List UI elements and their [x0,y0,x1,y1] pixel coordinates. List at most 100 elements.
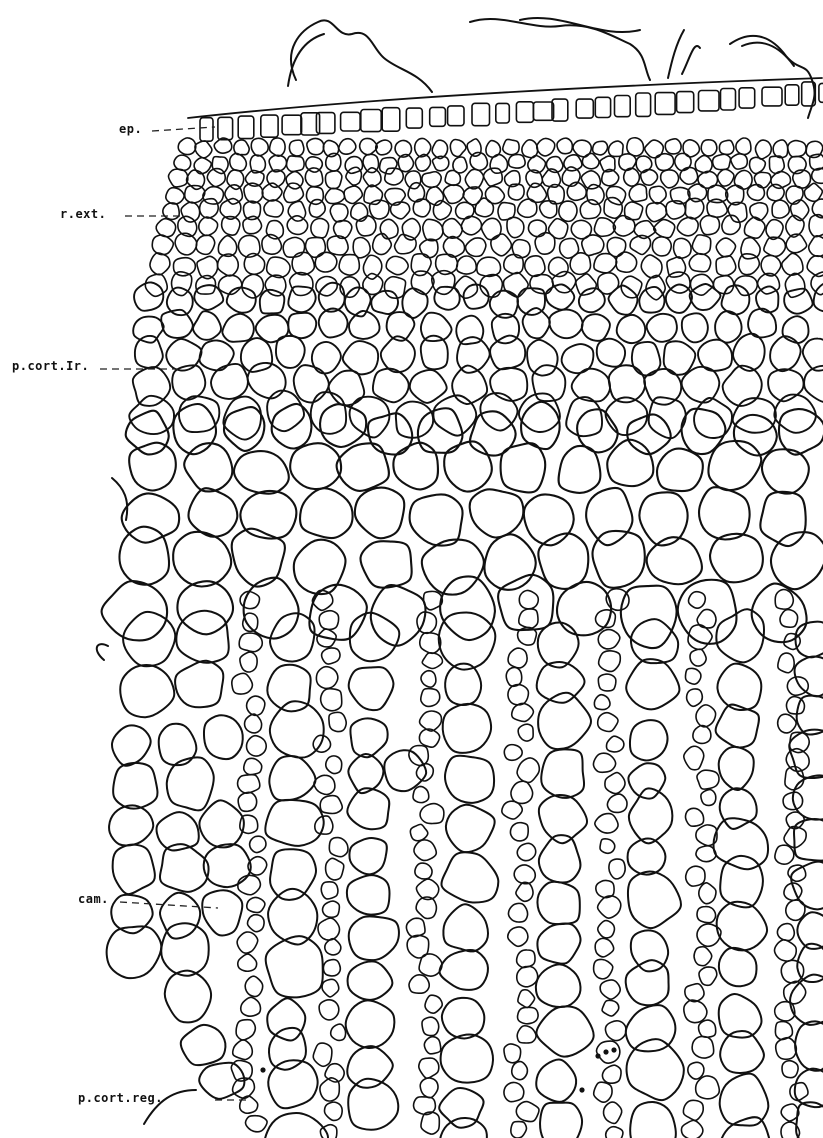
hypodermis-cell [744,217,764,238]
xylem-parenchyma-cell [346,1000,395,1048]
ray-cell [607,736,624,752]
ray-cell [415,863,432,879]
xylem-parenchyma-cell [536,964,581,1007]
ray-cell [604,1102,622,1123]
hypodermis-cell [754,172,771,187]
xylem-parenchyma-cell [439,613,496,670]
outer-cortex-cell [666,284,692,312]
hypodermis-cell [346,167,362,185]
hypodermis-cell [667,257,686,277]
outer-cortex-cell [715,311,741,342]
hypodermis-cell [665,139,681,154]
outer-cortex-cell [371,291,398,314]
ray-cell [504,1082,524,1101]
ray-cell [326,756,342,774]
ray-cell [238,792,256,811]
outer-cortex-cell [343,341,378,374]
xylem-parenchyma-cell [720,1074,769,1126]
ray-cell [425,995,442,1013]
hypodermis-cell [174,155,191,170]
outer-cortex-cell [433,395,476,435]
xylem-parenchyma-cell [269,756,315,800]
xylem-parenchyma-cell [175,661,223,707]
hypodermis-cell [199,217,218,235]
ray-cell [508,903,527,922]
outer-cortex-cell [135,336,163,368]
xylem-parenchyma-cell [716,705,759,748]
label-primary-cortex-reg: p.cort.reg. [78,1091,163,1105]
ray-cell [419,729,439,747]
epidermis-cell [448,106,464,126]
hypodermis-cell [376,140,392,155]
xylem-parenchyma-cell [630,720,668,760]
ray-cell [240,591,259,608]
hypodermis-cell [196,235,215,254]
outer-cortex-cell [222,314,253,342]
ray-cell [517,966,538,986]
ray-cell [321,689,342,711]
cortex-parenchyma-cell [272,404,312,449]
hypodermis-cell [562,167,580,186]
outer-cortex-cell [814,283,823,311]
ray-cell [331,1024,346,1040]
trichome-hair [288,34,324,86]
ray-cell [699,967,717,985]
ray-cell [784,981,806,1003]
cortex-parenchyma-cell [360,541,411,587]
ray-cell [594,1082,612,1102]
xylem-parenchyma-cell [266,936,323,997]
cuticle-outline [188,78,822,118]
hypodermis-cell [455,276,478,298]
trichome-hair [682,46,700,74]
hypodermis-cell [194,158,211,174]
cortex-parenchyma-cell [290,443,341,489]
hypodermis-cell [785,273,804,297]
ray-cell [320,796,342,814]
hypodermis-cell [608,141,623,156]
ray-cell [689,592,706,609]
ray-cell [245,714,262,733]
hypodermis-cell [422,172,441,188]
xylem-parenchyma-cell [347,1046,392,1088]
hypodermis-cell [606,186,625,204]
xylem-parenchyma-cell [109,805,153,845]
epidermis-cell [699,91,720,111]
xylem-parenchyma-cell [795,1021,823,1070]
xylem-parenchyma-cell [199,800,243,847]
outer-cortex-cell [649,397,686,438]
xylem-parenchyma-cell [719,948,757,986]
xylem-parenchyma-cell [349,916,399,960]
hypodermis-cell [674,238,692,258]
xylem-parenchyma-cell [107,926,162,978]
hypodermis-cell [284,183,304,202]
hypodermis-cell [445,170,460,185]
hypodermis-cell [719,140,733,154]
outer-cortex-cell [211,364,248,399]
ray-cell [233,1040,252,1060]
hypodermis-cell [327,236,348,255]
cortex-parenchyma-cell [708,441,761,490]
xylem-parenchyma-cell [720,856,763,907]
outer-cortex-cell [410,370,447,403]
epidermis-cell [636,93,651,116]
hypodermis-cell [405,171,421,189]
cortex-parenchyma-cell [173,532,231,587]
xylem-parenchyma-cell [167,757,214,810]
outer-cortex-cell [276,336,305,368]
ray-cell [599,651,621,672]
ray-cell [238,954,257,971]
ray-cell [319,611,338,630]
ray-cell [775,845,794,864]
cortex-parenchyma-cell [337,443,389,491]
xylem-parenchyma-cell [176,611,228,663]
xylem-parenchyma-cell [717,664,761,710]
hypodermis-cell [654,220,675,238]
ray-cell [782,1061,798,1078]
ray-cell [686,808,704,826]
xylem-parenchyma-cell [267,665,310,712]
ray-cell [595,938,613,956]
hypodermis-cell [234,140,249,155]
granule-dot [611,1047,616,1052]
ray-cell [241,997,261,1016]
epidermis-cell [516,102,533,123]
